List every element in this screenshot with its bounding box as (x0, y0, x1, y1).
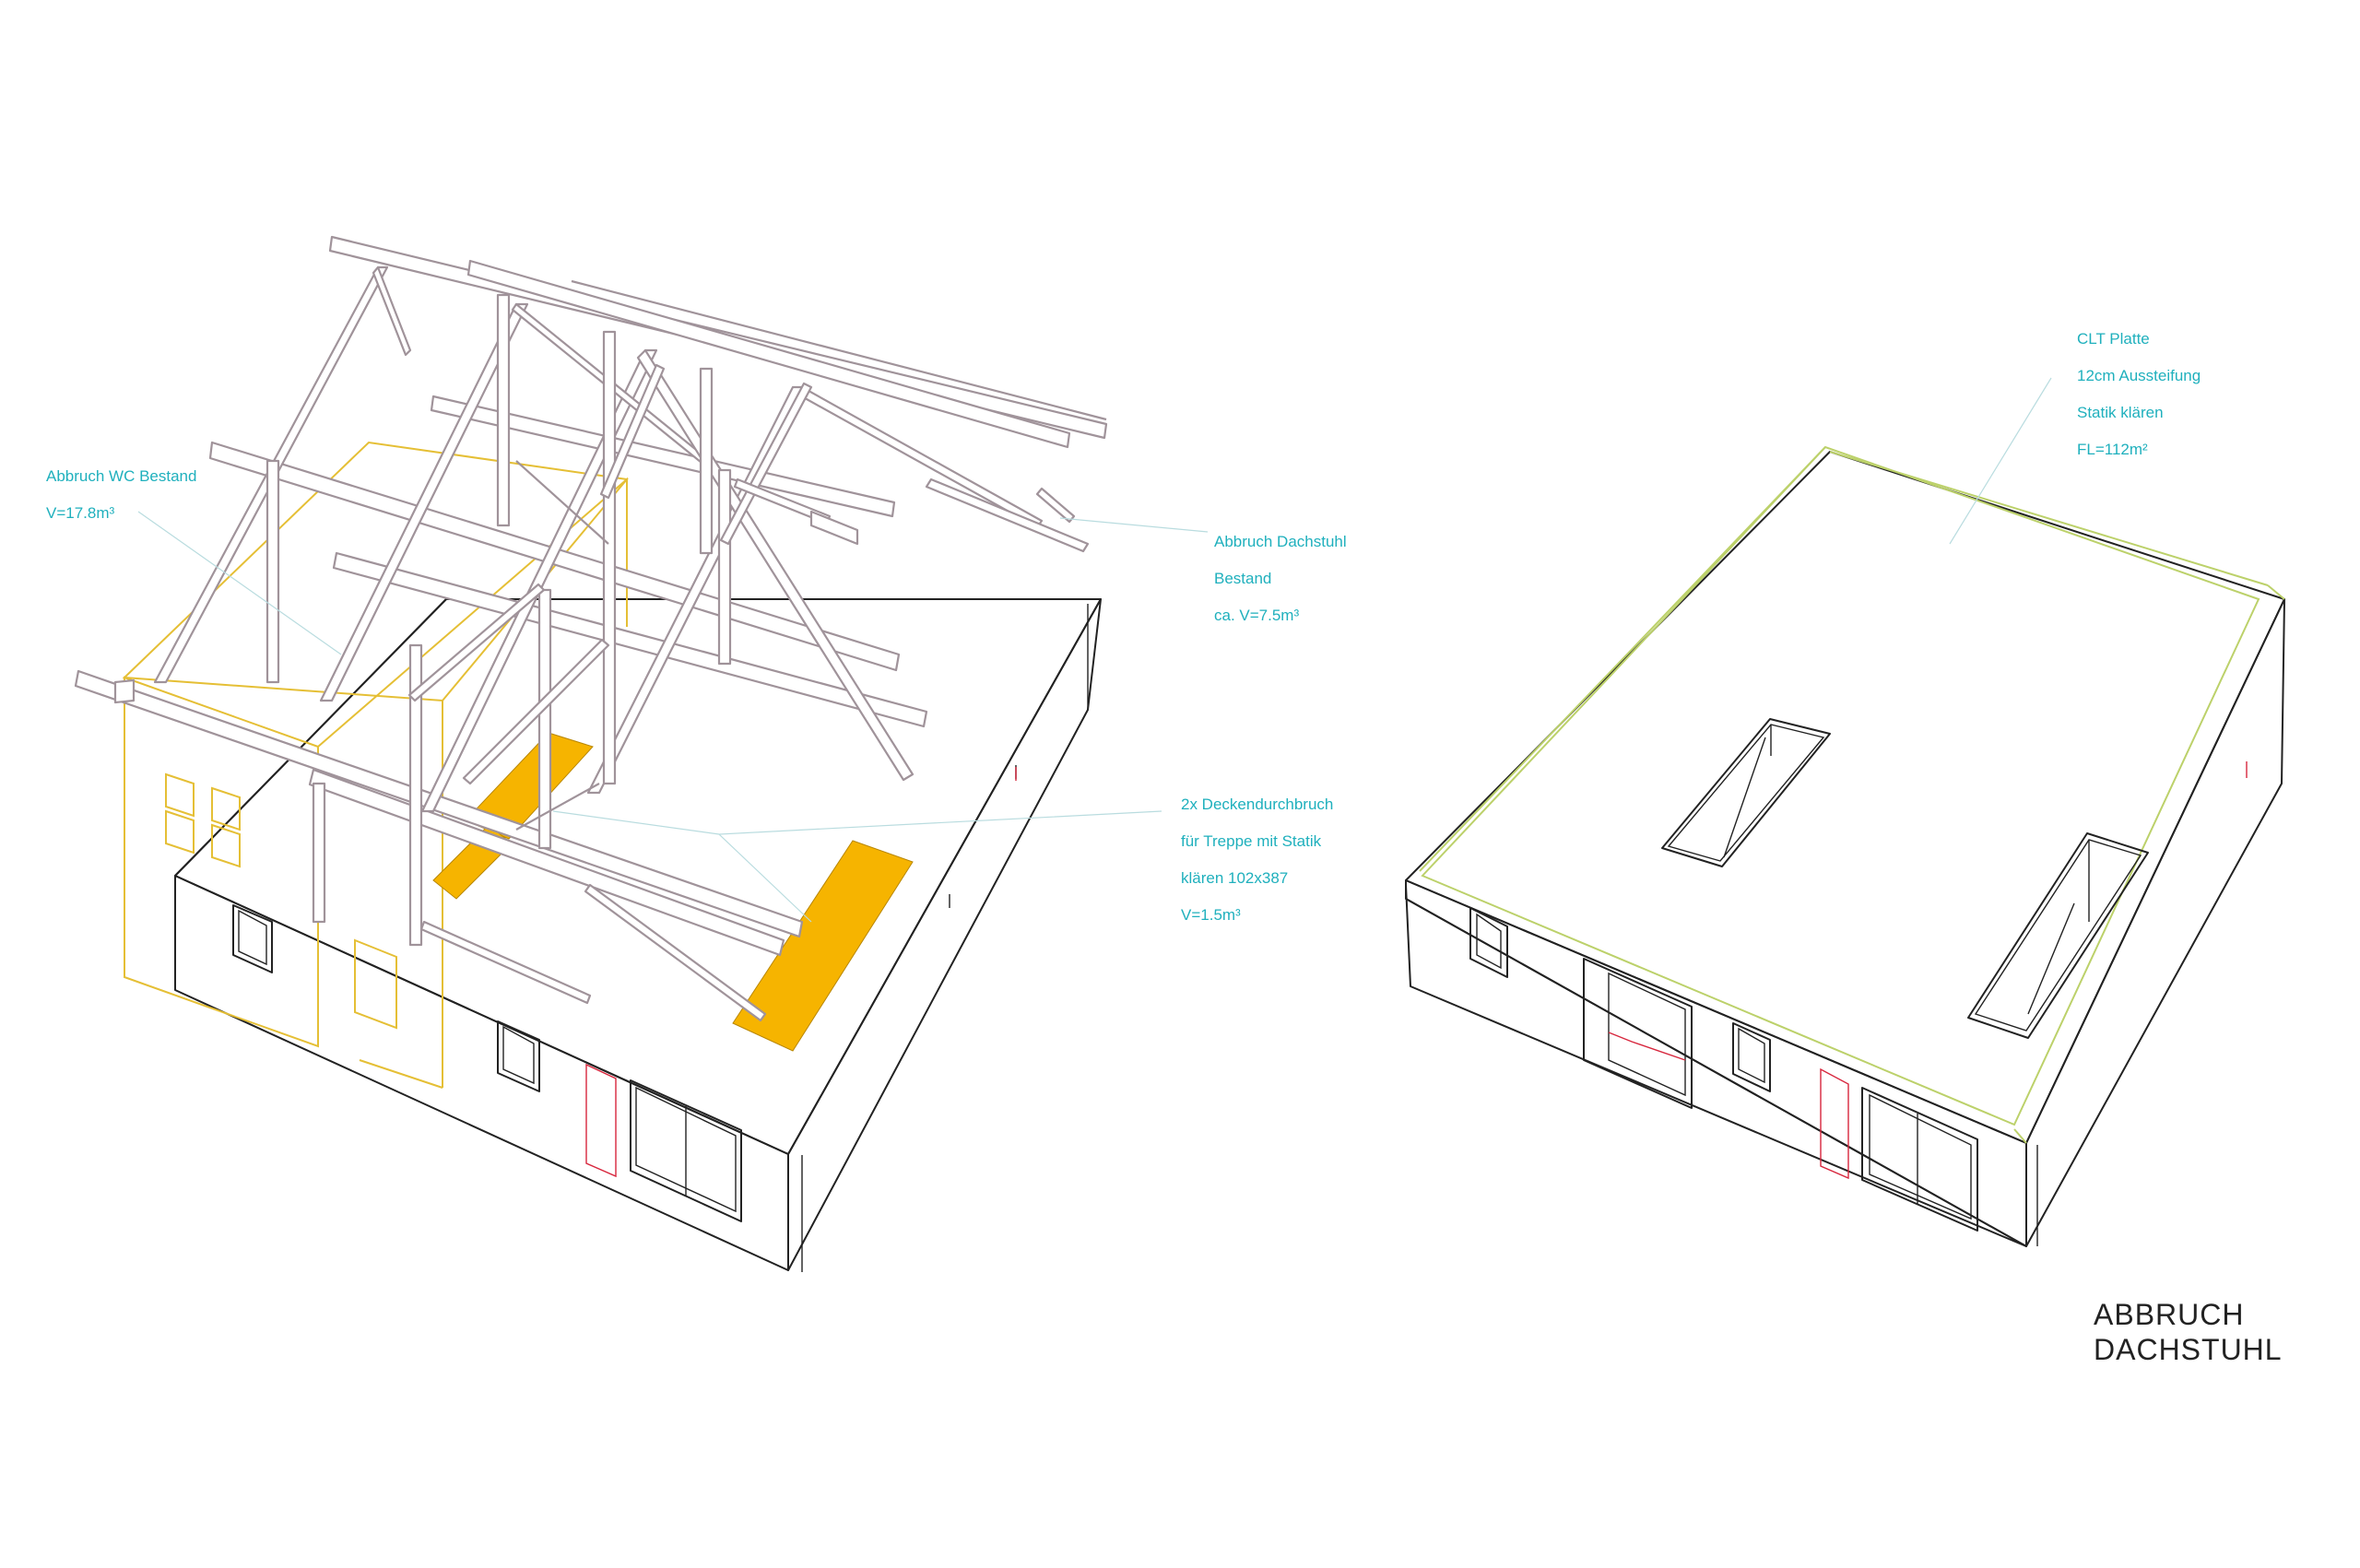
annotation-line: für Treppe mit Statik (1181, 832, 1322, 850)
left-building (74, 235, 1209, 1272)
title-line-2: DACHSTUHL (2094, 1333, 2283, 1366)
leader-clt (1949, 377, 2052, 545)
drawing-title: ABBRUCH DACHSTUHL (2094, 1297, 2283, 1367)
annotation-line: Bestand (1214, 570, 1272, 587)
right-windows (1469, 761, 2248, 1232)
annotation-wc-bestand: Abbruch WC Bestand V=17.8m³ (46, 449, 196, 541)
annotation-line: CLT Platte (2077, 330, 2150, 348)
right-front-wall (1405, 879, 2027, 1247)
annotation-line: V=17.8m³ (46, 504, 115, 522)
left-windows (232, 765, 1017, 1222)
annotation-line: V=1.5m³ (1181, 906, 1241, 924)
right-roof-openings (1661, 718, 2149, 1039)
annotation-dachstuhl: Abbruch Dachstuhl Bestand ca. V=7.5m³ (1214, 514, 1347, 643)
annotation-line: Abbruch WC Bestand (46, 467, 197, 485)
annotation-line: FL=112m² (2077, 441, 2148, 458)
annotation-line: klären 102x387 (1181, 869, 1289, 887)
right-building (1405, 377, 2285, 1247)
annotation-deckendurchbruch: 2x Deckendurchbruch für Treppe mit Stati… (1181, 777, 1333, 943)
clt-panel-outline (1421, 445, 2260, 1126)
left-floor-slab (174, 598, 1102, 1155)
annotation-line: 12cm Aussteifung (2077, 367, 2201, 384)
roof-truss-structure (74, 235, 1108, 1022)
stair-opening-3 (732, 840, 914, 1052)
annotation-line: 2x Deckendurchbruch (1181, 796, 1334, 813)
annotation-line: Statik klären (2077, 404, 2164, 421)
annotation-line: ca. V=7.5m³ (1214, 607, 1300, 624)
leader-wc (137, 511, 342, 655)
leader-dachstuhl (1059, 517, 1209, 533)
annotation-clt-platte: CLT Platte 12cm Aussteifung Statik kläre… (2077, 312, 2201, 477)
right-side-wall (2025, 598, 2285, 1247)
leader-stair (717, 810, 1162, 923)
title-line-1: ABBRUCH (2094, 1298, 2245, 1331)
annotation-line: Abbruch Dachstuhl (1214, 533, 1347, 550)
